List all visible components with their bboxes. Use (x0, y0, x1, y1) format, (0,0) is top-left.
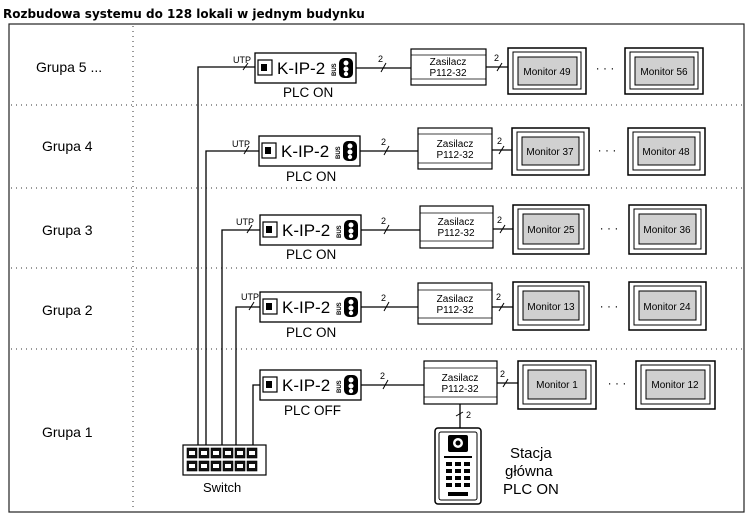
plc-status: PLC OFF (284, 403, 341, 418)
utp-label: UTP (233, 55, 251, 65)
svg-text:Monitor 13: Monitor 13 (527, 302, 575, 313)
monitor: Monitor 24 (628, 281, 707, 331)
monitor: Monitor 12 (635, 360, 716, 410)
svg-text:BUS: BUS (337, 302, 343, 315)
kip2-label: K-IP-2 (277, 59, 325, 78)
utp-cables (197, 66, 262, 447)
svg-text:Monitor 25: Monitor 25 (527, 225, 575, 236)
kip2-module: K-IP-2 BUS (254, 52, 357, 84)
switch-label: Switch (203, 480, 241, 495)
svg-text:UTP: UTP (241, 292, 259, 302)
monitor: Monitor 1 (517, 360, 597, 410)
station-line-3: PLC ON (503, 481, 559, 498)
svg-text:Zasilacz: Zasilacz (438, 217, 475, 228)
svg-text:P112-32: P112-32 (437, 228, 475, 239)
door-station-panel (434, 427, 482, 505)
svg-text:P112-32: P112-32 (441, 384, 479, 395)
svg-text:2: 2 (497, 136, 502, 146)
keypad-icon (446, 462, 470, 496)
kip2-module: K-IP-2 BUS (258, 135, 361, 167)
monitor: Monitor 37 (511, 127, 590, 176)
svg-text:Monitor 1: Monitor 1 (536, 380, 578, 391)
svg-text:BUS: BUS (337, 380, 343, 393)
svg-text:Monitor 48: Monitor 48 (642, 147, 690, 158)
group-4-row: UTP K-IP-2 BUS PLC ON 2 Zasilacz P112-32… (232, 127, 706, 184)
svg-text:2: 2 (497, 215, 502, 225)
ellipsis: · · · (596, 61, 615, 75)
group-4-label: Grupa 4 (42, 138, 93, 154)
svg-text:· · ·: · · · (598, 143, 617, 157)
network-switch (182, 444, 267, 476)
diagram-title: Rozbudowa systemu do 128 lokali w jednym… (3, 7, 365, 21)
power-supply: Zasilacz P112-32 (419, 205, 494, 249)
svg-text:2: 2 (381, 137, 386, 147)
svg-text:BUS: BUS (336, 146, 342, 159)
group-1-label: Grupa 1 (42, 424, 93, 440)
svg-text:P112-32: P112-32 (436, 150, 474, 161)
plc-status: PLC ON (286, 169, 336, 184)
svg-text:Monitor 36: Monitor 36 (643, 225, 691, 236)
svg-text:Monitor 37: Monitor 37 (526, 147, 574, 158)
wire-count: 2 (378, 54, 383, 64)
group-5-row: UTP K-IP-2 BUS PLC ON 2 Zasilacz P112-32… (233, 47, 704, 100)
station-line-2: główna (505, 463, 553, 480)
power-supply: Zasilacz P112-32 (417, 282, 493, 325)
monitor: Monitor 49 (507, 47, 587, 95)
diagram-frame (8, 23, 745, 513)
monitor: Monitor 25 (512, 204, 590, 255)
group-2-label: Grupa 2 (42, 302, 93, 318)
station-line-1: Stacja (510, 445, 552, 462)
plc-status: PLC ON (283, 85, 333, 100)
svg-text:2: 2 (381, 216, 386, 226)
monitor-label: Monitor 49 (523, 67, 571, 78)
svg-text:UTP: UTP (232, 139, 250, 149)
monitor: Monitor 13 (512, 281, 590, 331)
svg-text:2: 2 (380, 371, 385, 381)
svg-text:2: 2 (500, 369, 505, 379)
svg-text:P112-32: P112-32 (436, 305, 474, 316)
svg-text:K-IP-2: K-IP-2 (282, 298, 330, 317)
power-supply: Zasilacz P112-32 (410, 48, 487, 86)
svg-text:2: 2 (496, 292, 501, 302)
group-3-row: UTP K-IP-2 BUS PLC ON 2 Zasilacz P112-32… (236, 204, 707, 262)
svg-text:Zasilacz: Zasilacz (437, 139, 474, 150)
power-supply: Zasilacz P112-32 (423, 360, 498, 405)
svg-text:Monitor 24: Monitor 24 (643, 302, 691, 313)
svg-text:Monitor 12: Monitor 12 (651, 380, 699, 391)
svg-text:K-IP-2: K-IP-2 (281, 142, 329, 161)
svg-text:K-IP-2: K-IP-2 (282, 221, 330, 240)
svg-text:BUS: BUS (337, 225, 343, 238)
group-5-label: Grupa 5 ... (36, 59, 102, 75)
kip2-module: K-IP-2 BUS (259, 214, 362, 246)
monitor: Monitor 56 (624, 47, 704, 95)
group-1-row: K-IP-2 BUS PLC OFF 2 Zasilacz P112-32 2 … (259, 360, 716, 505)
svg-text:Zasilacz: Zasilacz (442, 373, 479, 384)
plc-status: PLC ON (286, 247, 336, 262)
group-3-label: Grupa 3 (42, 222, 93, 238)
group-2-row: UTP K-IP-2 BUS PLC ON 2 Zasilacz P112-32… (241, 281, 707, 340)
kip2-module: K-IP-2 BUS (259, 369, 362, 401)
svg-text:2: 2 (494, 53, 499, 63)
power-supply: Zasilacz P112-32 (417, 127, 493, 170)
monitor: Monitor 48 (627, 127, 706, 176)
bus-label: BUS (332, 63, 338, 76)
svg-text:Zasilacz: Zasilacz (430, 57, 467, 68)
svg-text:· · ·: · · · (608, 376, 627, 390)
plc-status: PLC ON (286, 325, 336, 340)
svg-text:K-IP-2: K-IP-2 (282, 376, 330, 395)
grid-separators (11, 26, 742, 511)
svg-text:UTP: UTP (236, 217, 254, 227)
monitor-label: Monitor 56 (640, 67, 688, 78)
svg-text:P112-32: P112-32 (429, 68, 467, 79)
kip2-module: K-IP-2 BUS (259, 291, 362, 323)
svg-text:2: 2 (466, 410, 471, 420)
svg-text:· · ·: · · · (600, 299, 619, 313)
svg-text:· · ·: · · · (600, 221, 619, 235)
svg-text:Zasilacz: Zasilacz (437, 294, 474, 305)
monitor: Monitor 36 (628, 204, 707, 255)
svg-text:2: 2 (381, 293, 386, 303)
